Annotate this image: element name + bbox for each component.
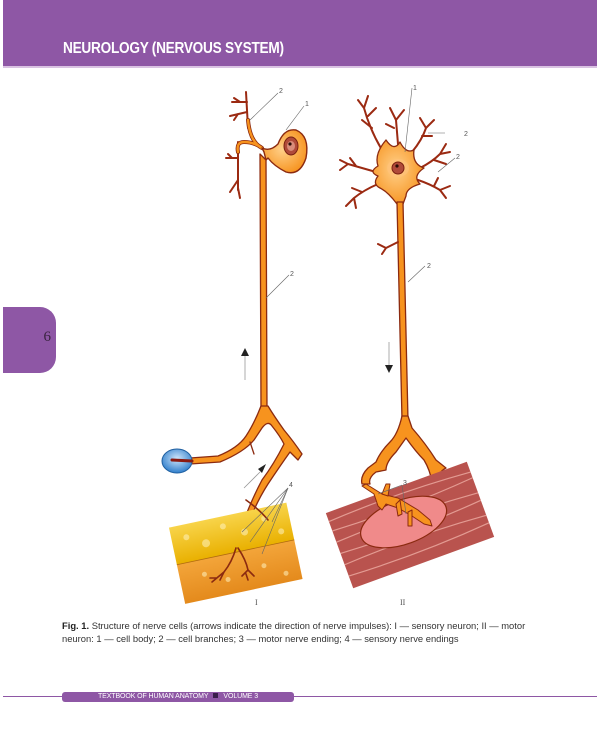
figure-nerve-cells: 4 2 1 2 bbox=[150, 80, 500, 610]
page-header: NEUROLOGY (NERVOUS SYSTEM) bbox=[3, 0, 597, 68]
numeral-II: II bbox=[400, 598, 406, 607]
numeral-I: I bbox=[255, 598, 258, 607]
svg-text:2: 2 bbox=[464, 131, 468, 138]
chapter-number: 6 bbox=[43, 329, 52, 345]
impulse-arrow-up-icon bbox=[241, 348, 249, 380]
figure-caption: Fig. 1. Structure of nerve cells (arrows… bbox=[62, 620, 552, 645]
footer-book-title: TEXTBOOK OF HUMAN ANATOMY bbox=[97, 693, 209, 700]
label-4: 4 bbox=[289, 482, 293, 489]
impulse-arrow-down-icon bbox=[385, 342, 393, 373]
footer-badge: TEXTBOOK OF HUMAN ANATOMY VOLUME 3 bbox=[62, 692, 294, 702]
svg-text:2: 2 bbox=[290, 271, 294, 278]
motor-neuron bbox=[339, 95, 451, 485]
impulse-arrow-diagonal-icon bbox=[243, 464, 266, 489]
svg-text:2: 2 bbox=[456, 154, 460, 161]
footer-volume: VOLUME 3 bbox=[223, 693, 259, 700]
label-3: 3 bbox=[403, 480, 407, 487]
svg-text:2: 2 bbox=[279, 88, 283, 95]
chapter-title: NEUROLOGY (NERVOUS SYSTEM) bbox=[63, 40, 284, 57]
caption-text: Structure of nerve cells (arrows indicat… bbox=[62, 620, 526, 644]
figure-label: Fig. 1. bbox=[62, 620, 90, 631]
footer-rule bbox=[3, 696, 597, 697]
separator-square-icon bbox=[213, 693, 219, 698]
skin-tissue bbox=[168, 502, 303, 604]
svg-text:2: 2 bbox=[427, 263, 431, 270]
svg-text:1: 1 bbox=[305, 101, 309, 108]
svg-text:1: 1 bbox=[413, 85, 417, 92]
chapter-tab: 6 bbox=[3, 307, 56, 373]
